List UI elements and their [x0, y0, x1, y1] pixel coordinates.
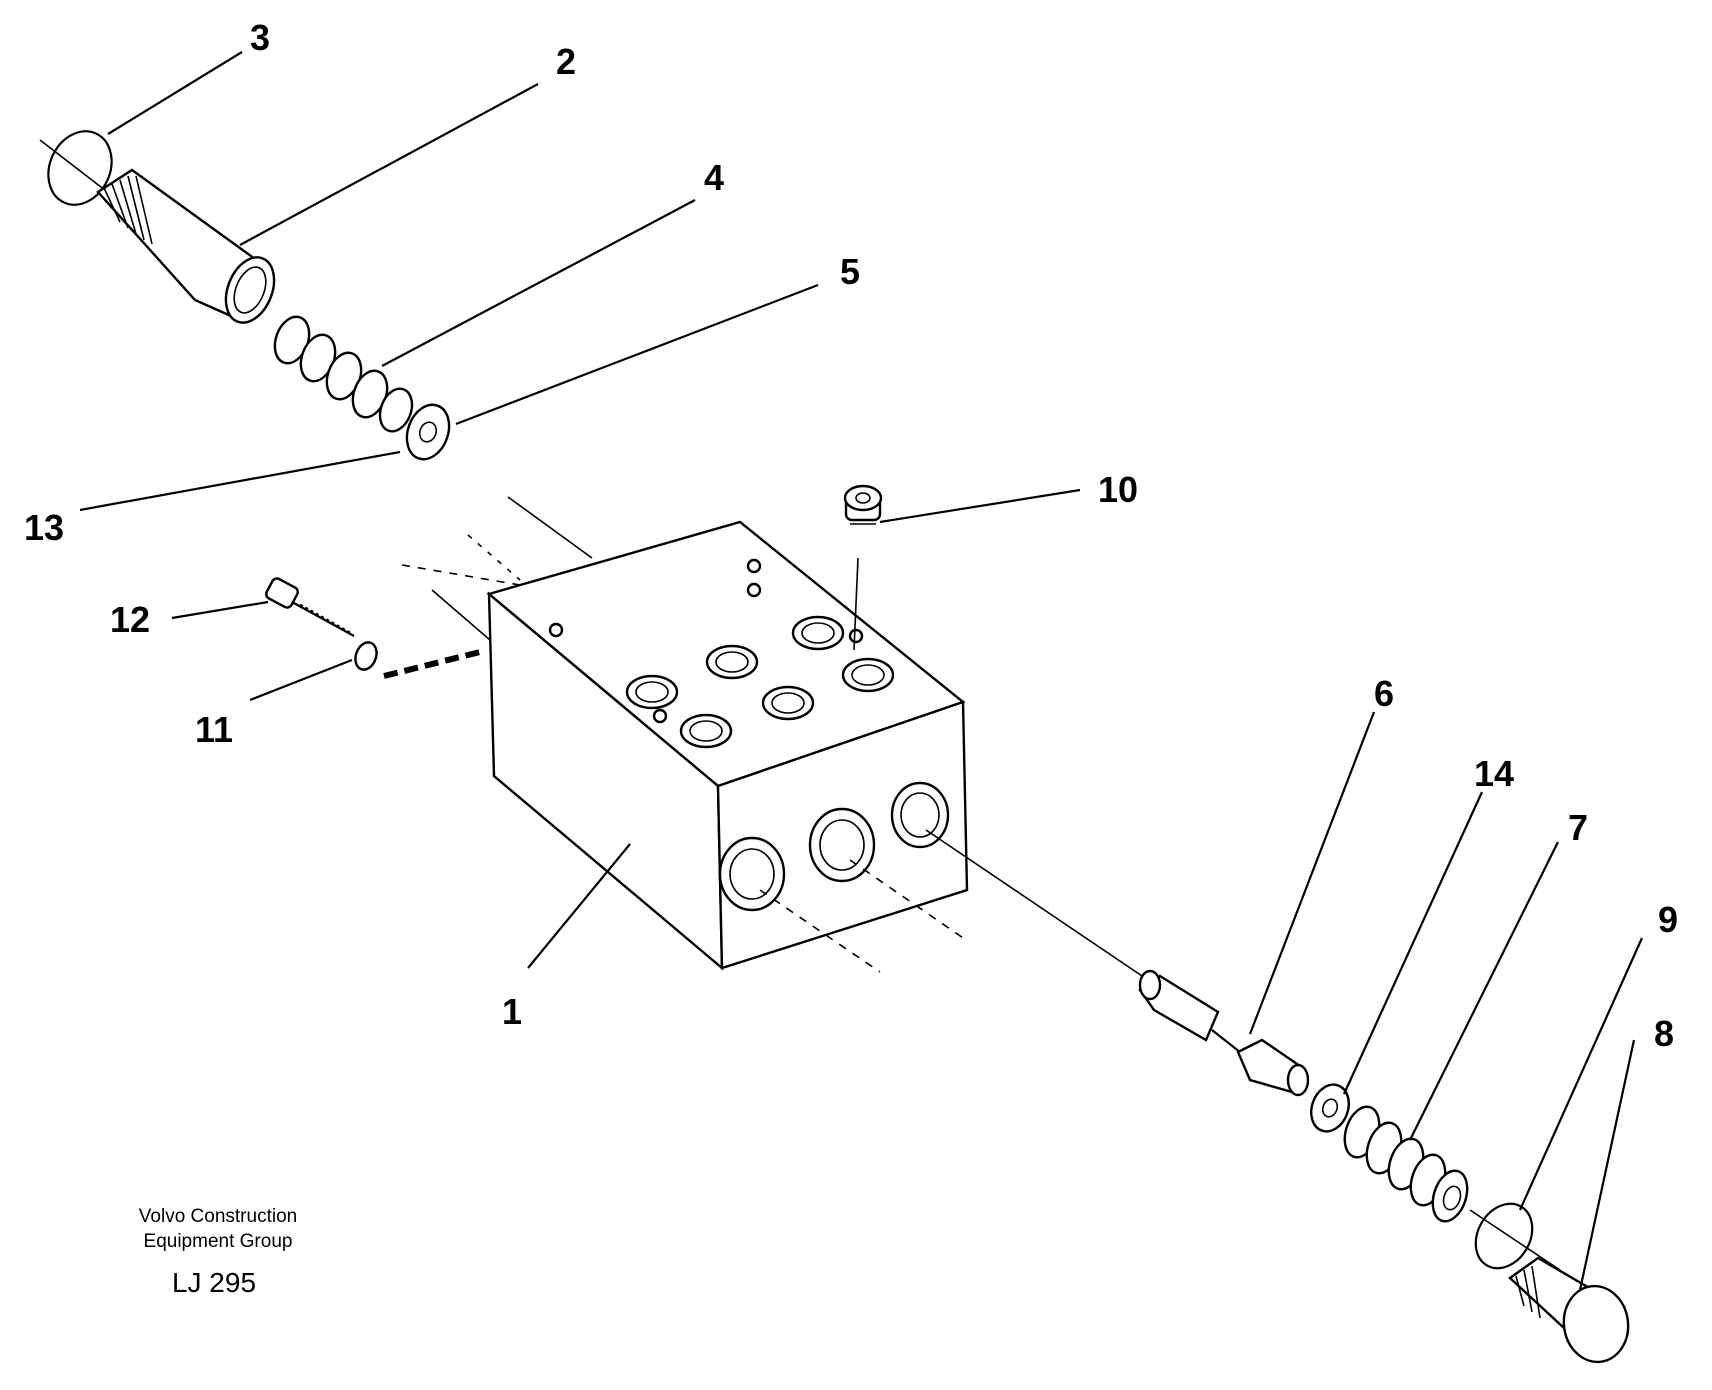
caption: Volvo Construction Equipment Group LJ 29…: [139, 1206, 297, 1298]
drawing-reference: LJ 295: [172, 1267, 256, 1298]
label-3: 3: [250, 17, 270, 58]
label-12: 12: [110, 599, 150, 640]
part-7-spring: [1343, 1105, 1469, 1223]
label-4: 4: [704, 157, 724, 198]
valve-block: [486, 520, 969, 971]
label-8: 8: [1654, 1013, 1674, 1054]
top-ports: [548, 558, 895, 749]
caption-line-1: Volvo Construction: [139, 1206, 297, 1227]
part-5-washer: [405, 403, 451, 461]
label-13: 13: [24, 507, 64, 548]
part-14-washer: [1309, 1083, 1351, 1133]
label-5: 5: [840, 251, 860, 292]
label-6: 6: [1374, 673, 1394, 714]
label-14: 14: [1474, 753, 1514, 794]
label-2: 2: [556, 41, 576, 82]
label-10: 10: [1098, 469, 1138, 510]
caption-line-2: Equipment Group: [144, 1231, 293, 1252]
part-6-piston: [1138, 969, 1310, 1097]
label-11: 11: [195, 709, 233, 750]
leader-lines: [79, 51, 1644, 1291]
part-4-spool: [273, 315, 414, 433]
label-9: 9: [1658, 899, 1678, 940]
label-1: 1: [502, 991, 522, 1032]
part-8-cap: [1508, 1256, 1630, 1364]
axis-lines: [383, 496, 1149, 981]
part-11-washer: [354, 641, 378, 671]
label-7: 7: [1568, 807, 1588, 848]
part-labels: 1 2 3 4 5 6 7 8 9 10 11 12 13 14: [24, 17, 1678, 1054]
part-10-plug: [843, 484, 883, 525]
part-12-screw: [265, 577, 355, 637]
part-2-sleeve: [96, 168, 276, 324]
side-ports: [718, 781, 950, 912]
